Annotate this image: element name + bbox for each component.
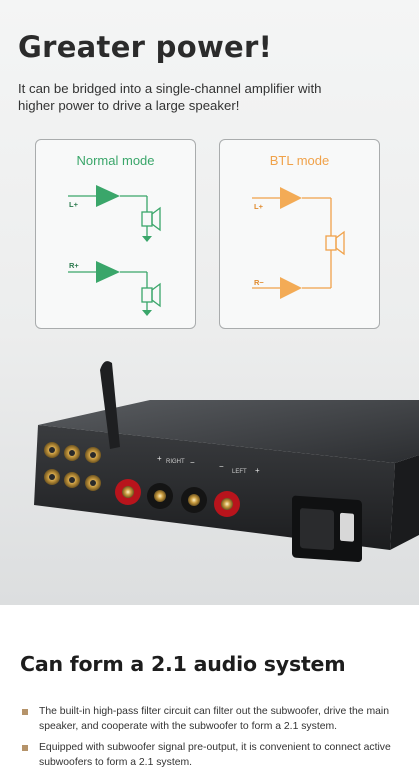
btl-mode-card: BTL mode L+ R−: [219, 139, 380, 329]
page-subtitle: It can be bridged into a single-channel …: [18, 81, 322, 113]
polarity-mark: −: [219, 462, 224, 471]
bullet-icon: [22, 709, 28, 715]
list-item-text: Equipped with subwoofer signal pre-outpu…: [39, 742, 391, 768]
normal-mode-card: Normal mode: [35, 139, 196, 329]
left-channel-label: L+: [69, 200, 78, 209]
amplifier-icon: [280, 187, 302, 299]
left-panel-label: LEFT: [232, 469, 247, 475]
right-channel-label: R+: [69, 261, 79, 270]
right-channel-label: R−: [254, 278, 264, 287]
page-title: Greater power!: [18, 30, 273, 64]
rca-jacks: [44, 442, 101, 491]
amplifier-icon: [96, 185, 152, 316]
audio-system-section: Can form a 2.1 audio system The built-in…: [0, 605, 419, 768]
right-panel-label: RIGHT: [166, 459, 185, 465]
list-item: The built-in high-pass filter circuit ca…: [20, 705, 400, 734]
polarity-mark: +: [157, 454, 162, 463]
left-channel-label: L+: [254, 202, 263, 211]
amplifier-product-image: RIGHT LEFT + − − +: [34, 361, 419, 563]
btl-mode-diagram: [252, 187, 345, 299]
section-title: Can form a 2.1 audio system: [20, 652, 346, 676]
polarity-mark: −: [190, 458, 195, 467]
list-item-text: The built-in high-pass filter circuit ca…: [39, 706, 389, 732]
list-item: Equipped with subwoofer signal pre-outpu…: [20, 741, 400, 768]
polarity-mark: +: [255, 466, 260, 475]
normal-mode-title: Normal mode: [76, 153, 155, 168]
speaker-terminals: [115, 479, 240, 517]
btl-mode-title: BTL mode: [269, 153, 330, 168]
hero-section: Greater power! It can be bridged into a …: [0, 0, 419, 605]
normal-mode-diagram: [68, 185, 161, 316]
bullet-icon: [22, 745, 28, 751]
